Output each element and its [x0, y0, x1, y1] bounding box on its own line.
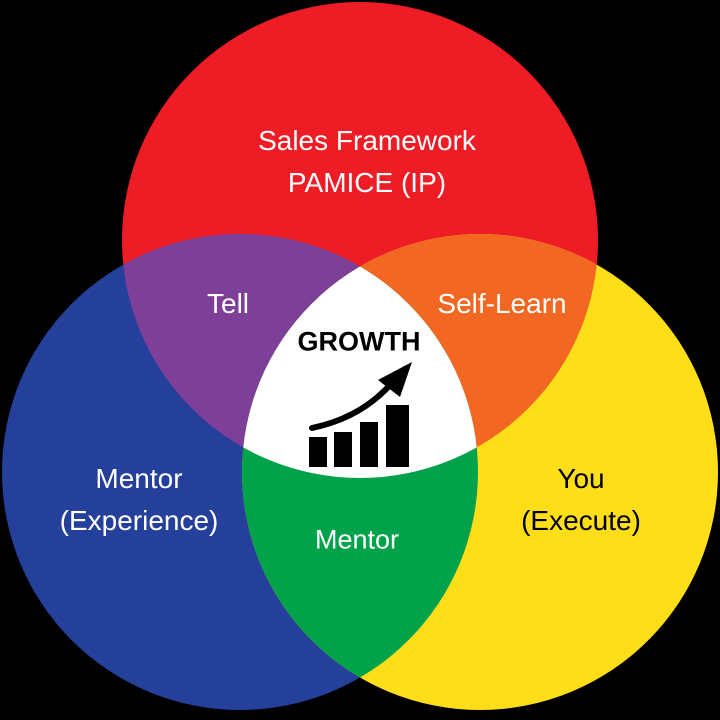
circle-right-label: You (Execute) — [521, 458, 641, 542]
circle-top-line-1: Sales Framework — [258, 125, 476, 156]
circle-right-line-1: You — [557, 463, 605, 494]
overlap-top-right-label: Self-Learn — [437, 288, 567, 319]
circle-top-line-2: PAMICE (IP) — [287, 167, 447, 198]
center-region — [242, 234, 478, 478]
center-title: GROWTH — [297, 326, 421, 357]
circle-left-line-1: Mentor — [95, 463, 183, 494]
circle-left-line-2: (Experience) — [59, 505, 219, 536]
circle-top-label: Sales Framework PAMICE (IP) — [258, 120, 476, 204]
circle-right-line-2: (Execute) — [521, 505, 641, 536]
overlap-top-left-label: Tell — [206, 288, 250, 319]
growth-chart-icon — [309, 362, 412, 467]
overlap-bottom-label: Mentor — [314, 524, 400, 555]
circle-left-label: Mentor (Experience) — [60, 458, 219, 542]
